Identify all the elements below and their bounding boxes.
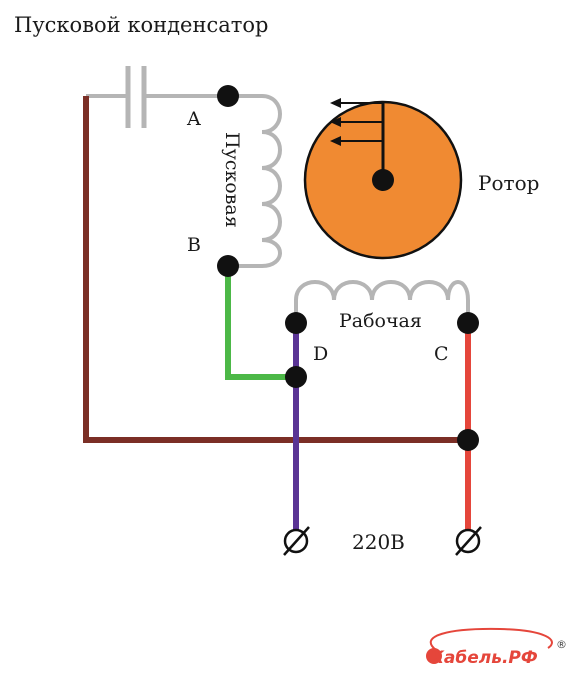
logo-text: Кабель.РФ [430, 648, 538, 668]
label-c: C [434, 343, 449, 365]
start-winding-coil [228, 94, 282, 268]
node-b [217, 255, 239, 277]
label-b: B [187, 234, 201, 256]
node-a [217, 85, 239, 107]
node-c-top [457, 312, 479, 334]
rotor-label: Ротор [478, 171, 539, 195]
node-d-junction [285, 366, 307, 388]
node-c-junction [457, 429, 479, 451]
label-a: A [186, 108, 201, 130]
voltage-label: 220В [352, 530, 405, 554]
logo-registered: ® [556, 638, 567, 651]
terminal-right [455, 526, 482, 556]
terminal-left [283, 526, 310, 556]
capacitor-wire [83, 96, 468, 443]
start-link-wire [225, 266, 296, 380]
rotor [303, 98, 463, 260]
run-winding-label: Рабочая [339, 310, 422, 332]
run-winding-coil [294, 280, 470, 323]
capacitor-symbol [86, 66, 228, 128]
label-d: D [313, 343, 328, 365]
node-d-top [285, 312, 307, 334]
diagram-title: Пусковой конденсатор [14, 13, 268, 37]
start-winding-label: Пусковая [221, 132, 243, 228]
brand-logo: Кабель.РФ ® [426, 627, 567, 668]
